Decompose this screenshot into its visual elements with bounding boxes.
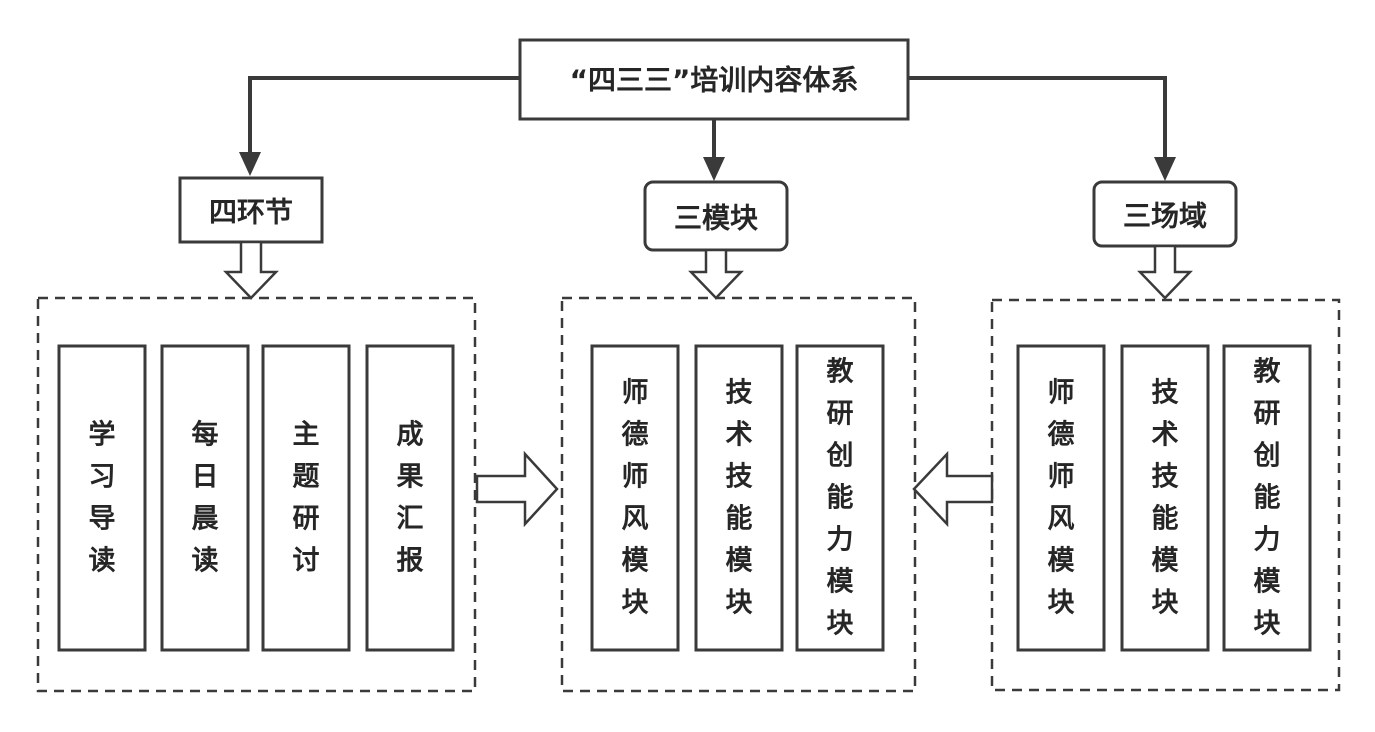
item-label: 教研创能力模块 [826, 357, 855, 640]
hollow-down-arrow-2 [688, 248, 744, 300]
branch-node-2: 三模块 [643, 180, 789, 252]
hollow-down-arrow-1 [223, 240, 279, 300]
item-box-3-1 [1016, 344, 1106, 652]
group-container-2 [560, 296, 917, 693]
item-label: 成果汇报 [397, 420, 424, 577]
hollow-down-arrows [223, 240, 1193, 300]
root-label: “四三三”培训内容体系 [570, 64, 859, 97]
item-boxes [57, 344, 1312, 652]
arrowhead-left [239, 152, 261, 176]
hollow-side-arrows [475, 450, 994, 528]
branch-node-1: 四环节 [178, 176, 324, 244]
item-label: 学习导读 [89, 419, 116, 577]
item-box-1-3 [261, 344, 351, 652]
item-label: 师德师风模块 [1048, 378, 1076, 619]
root-node: “四三三”培训内容体系 [518, 38, 910, 121]
item-box-1-4 [365, 344, 455, 652]
item-box-3-2 [1120, 344, 1210, 652]
item-label: 主题研讨 [293, 420, 320, 577]
item-box-1-1 [57, 344, 147, 652]
item-label: 技术技能模块 [726, 378, 754, 619]
branch-node-3: 三场域 [1092, 180, 1238, 248]
item-box-1-2 [160, 344, 250, 652]
hollow-down-arrow-3 [1137, 244, 1193, 300]
hollow-right-arrow [475, 450, 559, 528]
connector-arrowheads [239, 152, 1176, 181]
item-label: 技术技能模块 [1152, 378, 1180, 619]
connector-left [248, 76, 520, 160]
branch-label-2: 三模块 [674, 202, 758, 235]
item-label: 教研创能力模块 [1253, 357, 1282, 640]
item-box-2-1 [590, 344, 680, 652]
arrowhead-right [1154, 157, 1176, 181]
branch-label-3: 三场域 [1123, 200, 1207, 233]
item-labels: 学习导读 每日晨读 主题研讨 成果汇报 师德师风模块 技术技能模块 教研创能力模块 师德师风模… [89, 357, 1282, 640]
item-box-3-3 [1222, 344, 1312, 652]
branch-label-1: 四环节 [209, 196, 293, 229]
item-label: 师德师风模块 [622, 378, 650, 619]
group-container-1 [36, 296, 477, 693]
arrowhead-middle [703, 157, 725, 181]
hollow-left-arrow [912, 450, 994, 528]
item-box-2-3 [795, 344, 885, 652]
item-box-2-2 [694, 344, 784, 652]
connector-right [908, 76, 1167, 165]
item-label: 每日晨读 [192, 419, 220, 577]
